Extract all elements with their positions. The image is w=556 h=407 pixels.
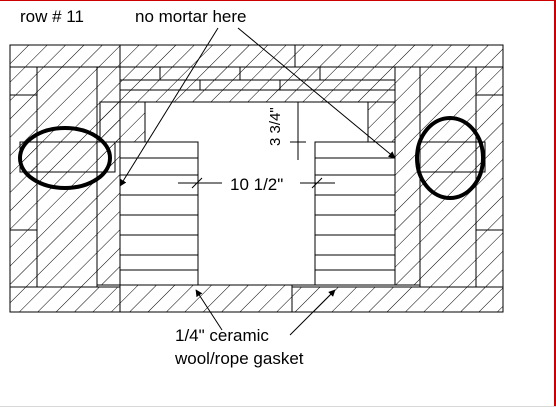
brick-bottom-middle xyxy=(119,284,293,313)
brick-inner-right-jamb xyxy=(367,101,396,143)
frame-right-edge xyxy=(554,0,556,407)
pier-left-face xyxy=(119,141,199,286)
brick-right-inner xyxy=(394,66,421,286)
gasket-label-line1: 1/4" ceramic xyxy=(175,326,269,345)
brick-bottom-right xyxy=(291,286,504,313)
brick-row11-left xyxy=(19,141,116,173)
brick-top-middle xyxy=(119,44,296,68)
gasket-leader-right xyxy=(289,289,336,336)
pier-right-face xyxy=(314,141,396,286)
width-dimension-label: 10 1/2" xyxy=(228,175,286,194)
gasket-label-line2: wool/rope gasket xyxy=(175,349,304,368)
no-mortar-leader-right xyxy=(237,27,396,159)
height-dimension-label: 3 3/4" xyxy=(267,107,284,146)
brick-inner-top-band xyxy=(119,66,396,103)
brick-inner-left-jamb xyxy=(99,101,146,143)
highlight-ellipse-left xyxy=(18,126,112,190)
brick-bottom-left xyxy=(9,286,121,313)
no-mortar-label: no mortar here xyxy=(135,7,247,26)
gasket-leader-left xyxy=(195,289,223,331)
highlight-ellipse-right xyxy=(415,116,485,200)
brick-top-right xyxy=(294,44,504,68)
brick-top-left xyxy=(9,44,121,68)
no-mortar-leader-left xyxy=(119,27,219,187)
row-label: row # 11 xyxy=(20,7,84,26)
frame-top-edge xyxy=(0,0,556,1)
brick-row11-right xyxy=(419,141,486,173)
